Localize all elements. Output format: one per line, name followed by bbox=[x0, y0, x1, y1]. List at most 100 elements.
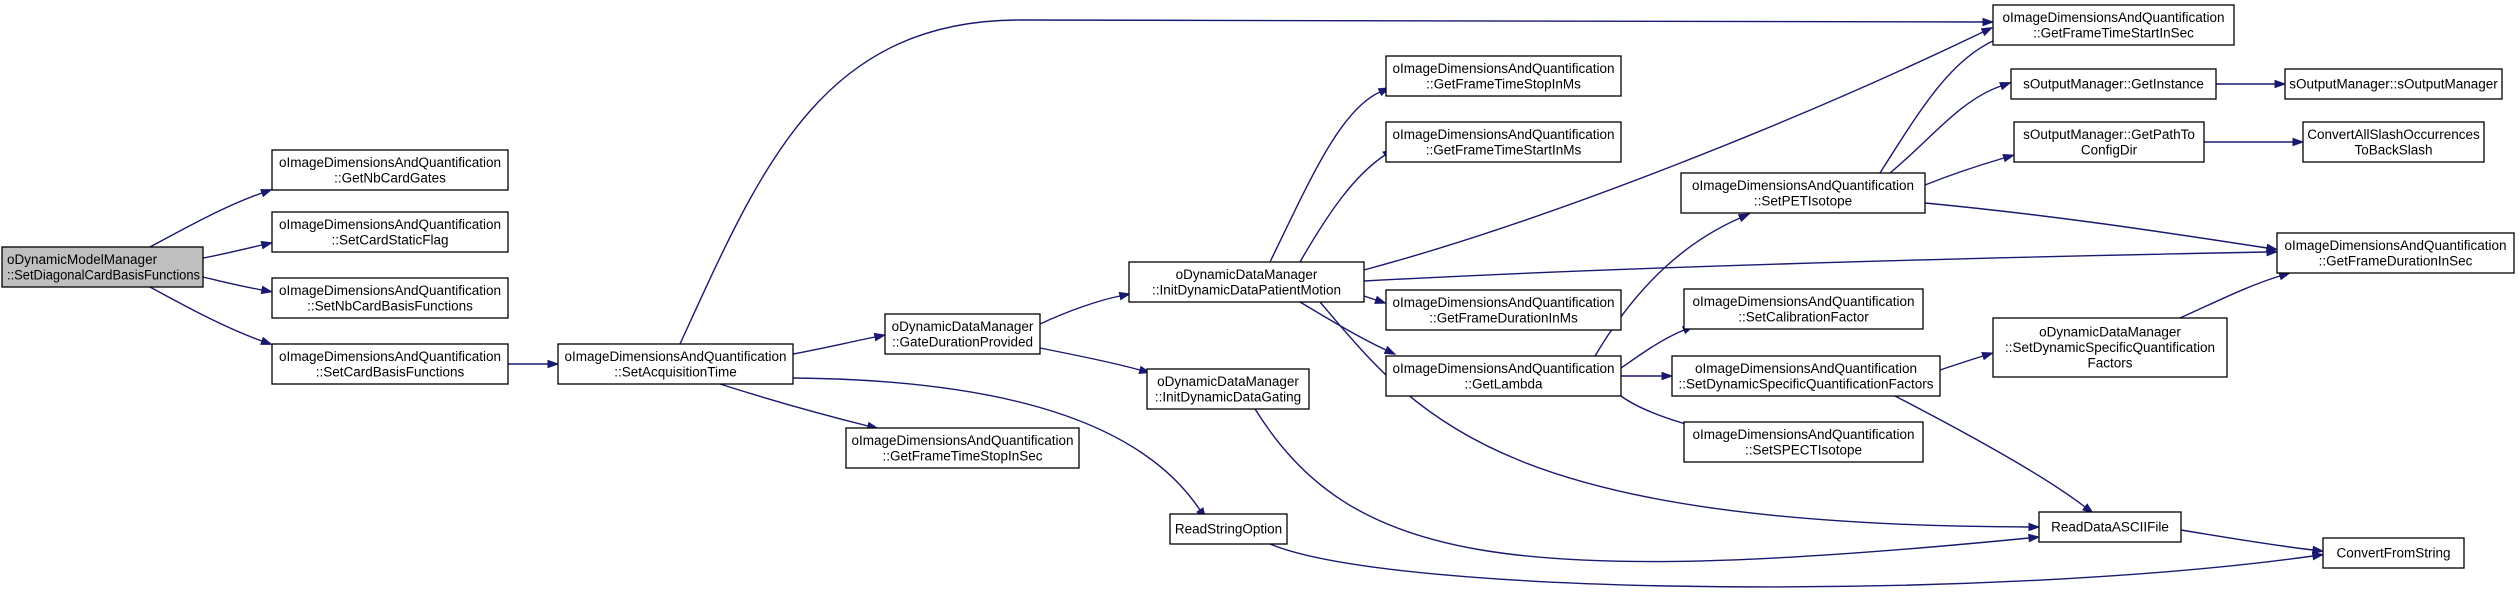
node-box[interactable] bbox=[2038, 511, 2182, 543]
node-box[interactable] bbox=[1146, 368, 1310, 410]
node-box[interactable] bbox=[1680, 172, 1926, 214]
edge-line bbox=[1299, 301, 1387, 351]
node-label: oDynamicModelManager bbox=[7, 252, 158, 267]
edge-line bbox=[679, 19, 1984, 345]
node-readDataASCIIFile[interactable]: ReadDataASCIIFile bbox=[2038, 511, 2182, 543]
node-box[interactable] bbox=[1385, 55, 1622, 97]
edge-root-to-getNbCardGates bbox=[149, 189, 273, 248]
edge-line bbox=[719, 383, 869, 427]
edge-line bbox=[1269, 91, 1381, 263]
node-sOutputManagerCtor[interactable]: sOutputManager::sOutputManager bbox=[2284, 68, 2503, 100]
edge-line bbox=[1039, 347, 1141, 371]
node-box[interactable] bbox=[1671, 355, 1941, 397]
node-setCardStaticFlag[interactable]: oImageDimensionsAndQuantification::SetCa… bbox=[271, 211, 509, 253]
node-gateDurationProvided[interactable]: oDynamicDataManager::GateDurationProvide… bbox=[884, 313, 1041, 355]
node-box[interactable] bbox=[1683, 288, 1924, 330]
node-setNbCardBasisFunctions[interactable]: oImageDimensionsAndQuantification::SetNb… bbox=[271, 277, 509, 319]
node-getFrameTimeStopInMs[interactable]: oImageDimensionsAndQuantification::GetFr… bbox=[1385, 55, 1622, 97]
node-setPETIsotope[interactable]: oImageDimensionsAndQuantification::SetPE… bbox=[1680, 172, 1926, 214]
node-box[interactable] bbox=[2284, 68, 2503, 100]
node-label: ::SetCardBasisFunctions bbox=[316, 364, 465, 379]
edge-root-to-setNbCardBasisFunctions bbox=[202, 276, 274, 295]
node-label: ::SetDynamicSpecificQuantification bbox=[2005, 340, 2215, 355]
node-label: oDynamicDataManager bbox=[1157, 374, 1299, 389]
node-setDynamicSpecificQuantificationFactors[interactable]: oImageDimensionsAndQuantification::SetDy… bbox=[1671, 355, 1941, 397]
node-label: ::GetFrameTimeStartInMs bbox=[1426, 142, 1582, 157]
node-box[interactable] bbox=[845, 427, 1080, 469]
node-box[interactable] bbox=[557, 343, 794, 385]
node-label: sOutputManager::GetInstance bbox=[2023, 77, 2204, 92]
node-box[interactable] bbox=[1992, 317, 2228, 378]
node-label: oImageDimensionsAndQuantification bbox=[1392, 361, 1614, 376]
arrowhead-icon bbox=[260, 336, 273, 345]
node-getFrameDurationInSec[interactable]: oImageDimensionsAndQuantification::GetFr… bbox=[2276, 232, 2515, 274]
node-setCalibrationFactor[interactable]: oImageDimensionsAndQuantification::SetCa… bbox=[1683, 288, 1924, 330]
edge-getLambda-to-setDynamicSpecificQuantificationFactors bbox=[1621, 371, 1674, 381]
node-getLambda[interactable]: oImageDimensionsAndQuantification::GetLa… bbox=[1385, 355, 1622, 397]
arrowhead-icon bbox=[1118, 291, 1132, 301]
node-dynMgrSetDynamicSpecificQuantificationFactors[interactable]: oDynamicDataManager::SetDynamicSpecificQ… bbox=[1992, 317, 2228, 378]
arrowhead-icon bbox=[1982, 17, 1995, 27]
arrowhead-icon bbox=[2274, 79, 2287, 89]
edge-line bbox=[792, 377, 1201, 511]
node-label: Factors bbox=[2087, 356, 2132, 371]
node-label: ::GetFrameDurationInMs bbox=[1429, 310, 1578, 325]
arrowhead-icon bbox=[260, 240, 274, 250]
node-box[interactable] bbox=[1385, 355, 1622, 397]
arrowhead-icon bbox=[2028, 522, 2041, 532]
node-readStringOption[interactable]: ReadStringOption bbox=[1169, 513, 1288, 545]
arrowhead-icon bbox=[1981, 352, 1994, 361]
arrowhead-icon bbox=[2028, 533, 2041, 543]
edge-line bbox=[1594, 217, 1741, 357]
node-box[interactable] bbox=[1683, 421, 1924, 463]
edge-setPETIsotope-to-getFrameDurationInSec bbox=[1924, 202, 2279, 253]
edge-root-to-setCardBasisFunctions bbox=[149, 286, 273, 345]
node-box[interactable] bbox=[1169, 513, 1288, 545]
node-label: ::GateDurationProvided bbox=[892, 334, 1033, 349]
node-setAcquisitionTime[interactable]: oImageDimensionsAndQuantification::SetAc… bbox=[557, 343, 794, 385]
node-box[interactable] bbox=[2302, 121, 2485, 163]
edge-initDynamicDataPatientMotion-to-getFrameTimeStopInMs bbox=[1269, 87, 1391, 263]
node-box[interactable] bbox=[2276, 232, 2515, 274]
node-initDynamicDataGating[interactable]: oDynamicDataManager::InitDynamicDataGati… bbox=[1146, 368, 1310, 410]
arrowhead-icon bbox=[260, 285, 274, 295]
edge-setPETIsotope-to-getInstance bbox=[1889, 82, 2012, 174]
node-label: ::GetFrameDurationInSec bbox=[2319, 253, 2473, 268]
node-box[interactable] bbox=[271, 277, 509, 319]
node-getFrameDurationInMs[interactable]: oImageDimensionsAndQuantification::GetFr… bbox=[1385, 289, 1622, 331]
node-initDynamicDataPatientMotion[interactable]: oDynamicDataManager::InitDynamicDataPati… bbox=[1128, 261, 1365, 303]
node-box[interactable] bbox=[884, 313, 1041, 355]
node-convertFromString[interactable]: ConvertFromString bbox=[2322, 537, 2465, 569]
node-getFrameTimeStartInMs[interactable]: oImageDimensionsAndQuantification::GetFr… bbox=[1385, 121, 1622, 163]
node-box[interactable] bbox=[271, 211, 509, 253]
edge-initDynamicDataGating-to-readDataASCIIFile bbox=[1254, 408, 2041, 563]
arrowhead-icon bbox=[2265, 243, 2279, 253]
arrowhead-icon bbox=[1374, 295, 1387, 304]
edge-line bbox=[1299, 154, 1386, 263]
edge-line bbox=[202, 276, 263, 291]
node-label: oImageDimensionsAndQuantification bbox=[279, 217, 501, 232]
node-setCardBasisFunctions[interactable]: oImageDimensionsAndQuantification::SetCa… bbox=[271, 343, 509, 385]
node-getFrameTimeStartInSec[interactable]: oImageDimensionsAndQuantification::GetFr… bbox=[1992, 4, 2235, 46]
node-box[interactable] bbox=[2322, 537, 2465, 569]
node-box[interactable] bbox=[1385, 121, 1622, 163]
node-box[interactable] bbox=[271, 149, 509, 191]
node-box[interactable] bbox=[1, 246, 204, 288]
node-box[interactable] bbox=[1128, 261, 1365, 303]
node-box[interactable] bbox=[271, 343, 509, 385]
node-box[interactable] bbox=[2010, 68, 2217, 100]
node-box[interactable] bbox=[1385, 289, 1622, 331]
node-box[interactable] bbox=[2013, 121, 2205, 163]
node-getNbCardGates[interactable]: oImageDimensionsAndQuantification::GetNb… bbox=[271, 149, 509, 191]
arrowhead-icon bbox=[873, 332, 887, 342]
node-setSPECTIsotope[interactable]: oImageDimensionsAndQuantification::SetSP… bbox=[1683, 421, 1924, 463]
node-box[interactable] bbox=[1992, 4, 2235, 46]
edge-gateDurationProvided-to-initDynamicDataGating bbox=[1039, 347, 1152, 375]
node-root[interactable]: oDynamicModelManager::SetDiagonalCardBas… bbox=[1, 246, 204, 288]
node-getFrameTimeStopInSec[interactable]: oImageDimensionsAndQuantification::GetFr… bbox=[845, 427, 1080, 469]
edge-line bbox=[1363, 31, 1984, 271]
edge-gateDurationProvided-to-initDynamicDataPatientMotion bbox=[1039, 291, 1132, 325]
node-getInstance[interactable]: sOutputManager::GetInstance bbox=[2010, 68, 2217, 100]
